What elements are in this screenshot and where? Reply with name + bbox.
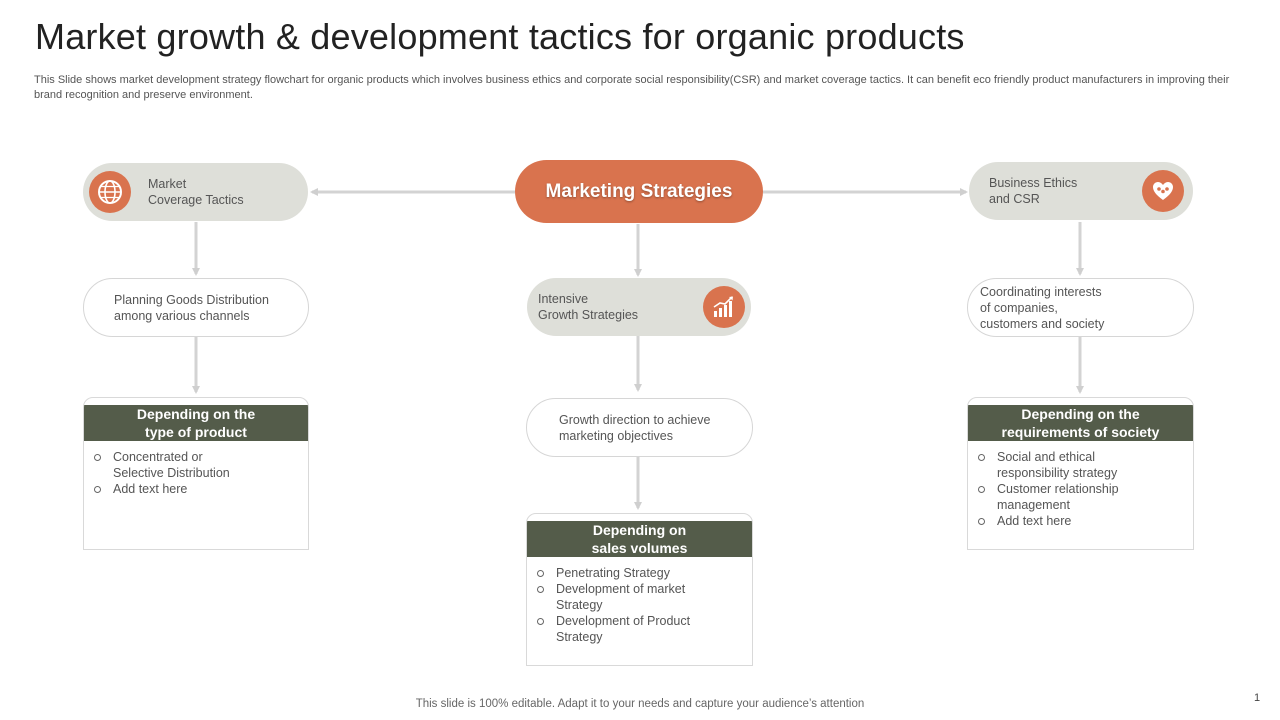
market-coverage-label: Market Coverage Tactics: [148, 177, 244, 207]
list-item: Concentrated or Selective Distribution: [94, 449, 300, 481]
product-type-card-title: Depending on the type of product: [84, 405, 308, 441]
list-item: Development of market Strategy: [537, 581, 744, 613]
list-item: Social and ethical responsibility strate…: [978, 449, 1185, 481]
society-requirements-card: Depending on the requirements of society…: [967, 397, 1194, 550]
coordinating-interests-step: Coordinating interests of companies, cus…: [967, 278, 1194, 337]
list-item: Penetrating Strategy: [537, 565, 744, 581]
page-title: Market growth & development tactics for …: [35, 16, 965, 57]
business-ethics-node: Business Ethics and CSR: [969, 162, 1193, 220]
list-item: Customer relationship management: [978, 481, 1185, 513]
growth-direction-step: Growth direction to achieve marketing ob…: [526, 398, 753, 457]
sales-volumes-list: Penetrating Strategy Development of mark…: [527, 565, 752, 645]
intensive-growth-node: Intensive Growth Strategies: [527, 278, 751, 336]
list-item: Add text here: [978, 513, 1185, 529]
page-number: 1: [1254, 692, 1261, 704]
heart-hands-icon: [1142, 170, 1184, 212]
page-subtitle: This Slide shows market development stra…: [34, 74, 1230, 101]
society-requirements-card-title: Depending on the requirements of society: [968, 405, 1193, 441]
marketing-strategies-node: Marketing Strategies: [515, 160, 763, 223]
society-requirements-list: Social and ethical responsibility strate…: [968, 449, 1193, 529]
sales-volumes-card-title: Depending on sales volumes: [527, 521, 752, 557]
list-item: Add text here: [94, 481, 300, 497]
product-type-card: Depending on the type of product Concent…: [83, 397, 309, 550]
business-ethics-label: Business Ethics and CSR: [989, 176, 1078, 206]
planning-distribution-step: Planning Goods Distribution among variou…: [83, 278, 309, 337]
list-item: Development of Product Strategy: [537, 613, 744, 645]
growth-chart-icon: [703, 286, 745, 328]
product-type-list: Concentrated or Selective Distribution A…: [84, 449, 308, 497]
intensive-growth-label: Intensive Growth Strategies: [538, 292, 639, 322]
globe-icon: [89, 171, 131, 213]
sales-volumes-card: Depending on sales volumes Penetrating S…: [526, 513, 753, 666]
market-coverage-node: Market Coverage Tactics: [83, 163, 308, 221]
footer-note: This slide is 100% editable. Adapt it to…: [415, 698, 865, 710]
